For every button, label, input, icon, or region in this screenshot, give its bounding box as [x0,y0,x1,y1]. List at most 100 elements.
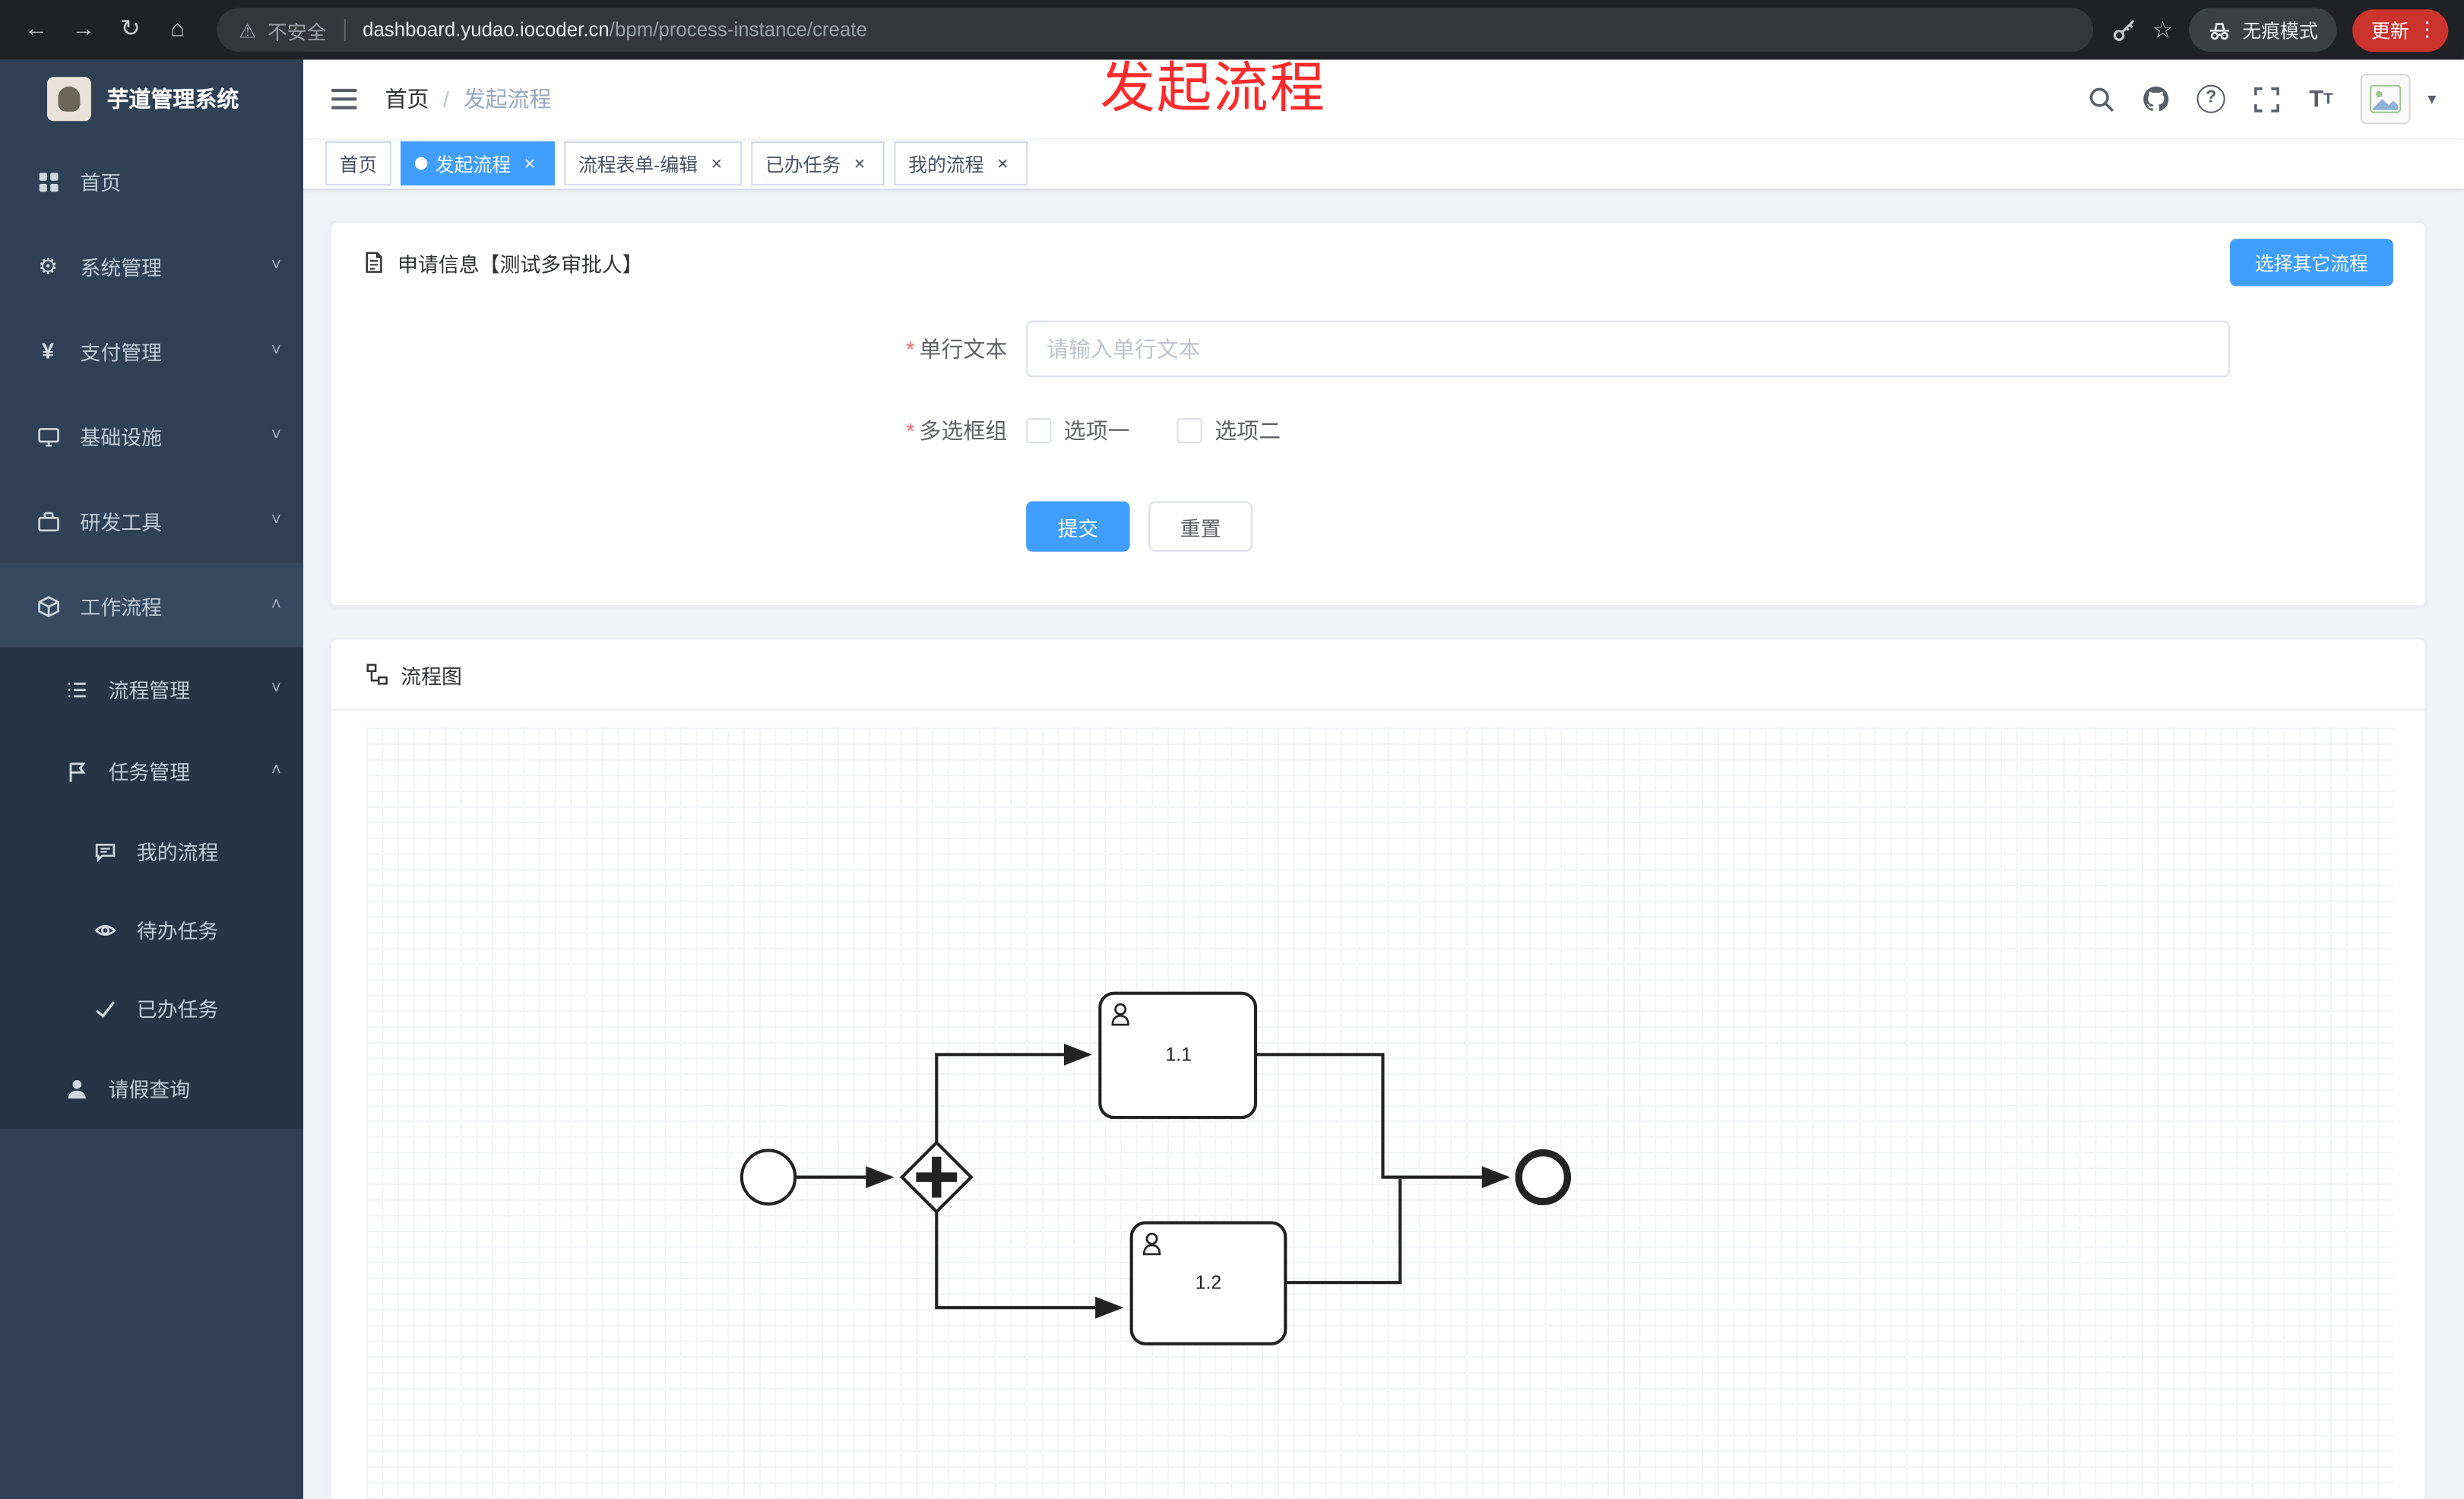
sidebar-item-todo-tasks[interactable]: 待办任务 [0,889,303,968]
tab-home[interactable]: 首页 [325,141,391,185]
avatar-caret-icon[interactable]: ▼ [2424,90,2439,107]
choose-other-process-button[interactable]: 选择其它流程 [2229,239,2393,287]
chevron-up-icon: ˄ [271,595,282,615]
browser-update-button[interactable]: 更新 ⋮ [2352,8,2449,52]
bpmn-diagram: 1.1 1.2 [740,991,1572,1345]
tags-view-bar: 首页 发起流程 × 流程表单-编辑 × 已办任务 × 我的流程 × [303,138,2464,191]
sidebar-item-label: 支付管理 [80,340,162,364]
sidebar-item-payment[interactable]: ¥ 支付管理 ˅ [0,308,303,393]
flow-task2-to-join [1285,1178,1402,1285]
omnibox-divider [344,18,346,41]
user-icon [63,1075,90,1101]
avatar[interactable] [2360,74,2411,125]
flow-task1-to-end [1256,1053,1510,1189]
url-text: dashboard.yudao.iocoder.cn/bpm/process-i… [363,19,867,41]
process-diagram-card: 流程图 [330,638,2427,1499]
security-label[interactable]: 不安全 [267,21,327,43]
bpmn-user-task-2: 1.2 [1129,1221,1287,1345]
toolbox-icon [34,508,61,534]
sidebar-item-process-management[interactable]: 流程管理 ˅ [0,648,303,730]
bpmn-user-task-1: 1.1 [1098,991,1258,1120]
list-icon [63,676,90,702]
sidebar-collapse-icon[interactable] [328,84,359,115]
sidebar-item-workflow[interactable]: 工作流程 ˄ [0,563,304,648]
sidebar-item-task-management[interactable]: 任务管理 ˄ [0,729,303,811]
checkbox-option-1[interactable]: 选项一 [1026,415,1130,446]
task-label: 1.2 [1196,1272,1221,1293]
workflow-submenu: 流程管理 ˅ 任务管理 ˄ 我的流程 [0,647,304,1129]
sidebar-item-system[interactable]: ⚙ 系统管理 ˅ [0,223,303,309]
checkbox-label: 选项一 [1063,417,1130,444]
close-icon[interactable]: × [524,152,536,175]
diagram-header: 流程图 [331,640,2425,711]
close-icon[interactable]: × [996,152,1009,175]
url-domain: dashboard.yudao.iocoder.cn [363,18,610,41]
apply-info-card: 申请信息【测试多审批人】 选择其它流程 *单行文本 *多选框组 选 [330,221,2427,607]
sidebar-item-home[interactable]: 首页 [0,138,303,223]
tab-done-tasks[interactable]: 已办任务 × [751,141,885,185]
password-key-icon[interactable] [2111,16,2136,44]
fullscreen-icon[interactable] [2250,84,2282,115]
chevron-down-icon: ˅ [271,679,282,699]
submit-button[interactable]: 提交 [1026,501,1130,552]
tab-label: 已办任务 [765,153,841,176]
flag-icon [63,757,90,783]
flow-gateway-to-task2 [935,1212,1124,1319]
warning-icon: ⚠ [239,19,257,42]
close-icon[interactable]: × [854,152,866,175]
flow-gateway-to-task1 [935,1043,1092,1143]
search-icon[interactable] [2086,84,2117,115]
sidebar-item-label: 基础设施 [80,425,162,449]
help-icon[interactable]: ? [2196,84,2227,115]
address-bar[interactable]: ⚠ 不安全 dashboard.yudao.iocoder.cn/bpm/pro… [217,8,2093,52]
chevron-down-icon: ˅ [271,256,282,275]
form-row-checkbox: *多选框组 选项一 选项二 [331,404,2424,457]
done-check-icon [91,994,118,1020]
bpmn-user-icon [1142,1232,1161,1256]
breadcrumb-home[interactable]: 首页 [385,86,429,112]
bookmark-star-icon[interactable]: ☆ [2152,17,2174,44]
tab-label: 首页 [339,153,378,176]
tab-my-processes[interactable]: 我的流程 × [894,141,1028,185]
sidebar-item-devtools[interactable]: 研发工具 ˅ [0,478,303,563]
breadcrumb-separator: / [443,86,450,112]
apply-info-title: 申请信息【测试多审批人】 [397,252,643,276]
required-asterisk: * [906,417,915,444]
forward-icon[interactable]: → [71,15,96,43]
sidebar-item-done-tasks[interactable]: 已办任务 [0,968,303,1047]
checkbox-icon[interactable] [1177,417,1202,444]
tab-start-process[interactable]: 发起流程 × [401,141,555,185]
browser-toolbar: ← → ↻ ⌂ ⚠ 不安全 dashboard.yudao.iocoder.cn… [0,0,2464,60]
incognito-label: 无痕模式 [2242,19,2318,42]
close-icon[interactable]: × [711,152,723,175]
tab-label: 我的流程 [908,153,984,176]
github-icon[interactable] [2140,84,2171,115]
field-label: *单行文本 [906,336,1008,362]
reset-button[interactable]: 重置 [1148,501,1253,552]
back-icon[interactable]: ← [24,15,49,43]
form-actions: 提交 重置 [331,501,2424,552]
diagram-title: 流程图 [401,664,462,688]
bpmn-canvas[interactable]: 1.1 1.2 [366,727,2393,1499]
sidebar-item-label: 流程管理 [108,678,191,702]
sidebar-item-leave-query[interactable]: 请假查询 [0,1047,303,1129]
active-dot [414,157,428,170]
browser-menu-icon[interactable]: ⋮ [2416,17,2437,41]
breadcrumb: 首页 / 发起流程 [385,84,552,115]
page-content: 申请信息【测试多审批人】 选择其它流程 *单行文本 *多选框组 选 [303,190,2464,1499]
sidebar-item-label: 任务管理 [108,759,191,784]
single-line-text-input[interactable] [1026,320,2230,378]
monitor-icon [34,423,61,448]
checkbox-icon[interactable] [1026,417,1052,444]
tab-label: 流程表单-编辑 [578,153,698,176]
annotation-title: 发起流程 [1100,58,1327,120]
sidebar-item-infrastructure[interactable]: 基础设施 ˅ [0,393,303,478]
home-icon[interactable]: ⌂ [170,15,185,43]
tab-form-edit[interactable]: 流程表单-编辑 × [564,141,742,185]
sidebar-item-my-processes[interactable]: 我的流程 [0,811,303,889]
reload-icon[interactable]: ↻ [120,15,141,43]
url-path: /bpm/process-instance/create [609,18,867,41]
checkbox-option-2[interactable]: 选项二 [1177,415,1281,446]
incognito-icon [2209,22,2230,40]
